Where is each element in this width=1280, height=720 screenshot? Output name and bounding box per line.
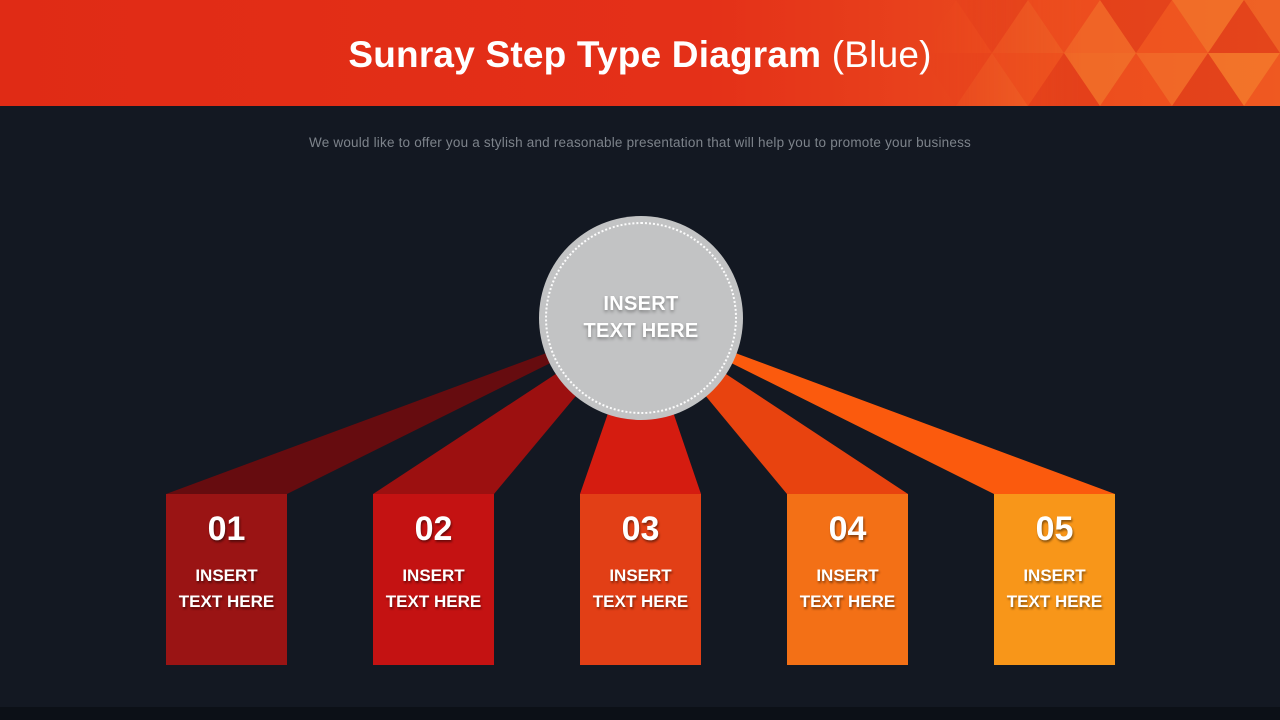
center-circle-line1: INSERT [603,293,679,315]
page-title-suffix: (Blue) [831,34,932,75]
center-circle-line2: TEXT HERE [583,320,699,342]
header-banner: Sunray Step Type Diagram (Blue) [0,0,1280,106]
footer-bar [0,707,1280,720]
ray-1 [166,318,641,494]
subtitle-text: We would like to offer you a stylish and… [309,135,971,150]
step-label: INSERT TEXT HERE [787,563,908,615]
step-number: 04 [828,510,867,548]
step-number: 01 [207,510,246,548]
step-number: 02 [414,510,453,548]
step-label: INSERT TEXT HERE [580,563,701,615]
step-label-line1: INSERT [195,566,258,585]
center-circle-label: INSERT TEXT HERE [584,291,699,345]
ray-5 [641,318,1115,494]
step-label-line1: INSERT [816,566,879,585]
step-label-line1: INSERT [609,566,672,585]
step-label: INSERT TEXT HERE [994,563,1115,615]
center-circle[interactable]: INSERT TEXT HERE [539,216,743,420]
step-box-04[interactable]: 04 INSERT TEXT HERE [787,494,908,665]
step-box-05[interactable]: 05 INSERT TEXT HERE [994,494,1115,665]
page-title-main: Sunray Step Type Diagram [348,34,822,75]
step-number: 03 [621,510,660,548]
step-label-line2: TEXT HERE [799,592,896,611]
step-label-line1: INSERT [402,566,465,585]
header-triangle-pattern [920,0,1280,106]
step-label-line2: TEXT HERE [1006,592,1103,611]
step-label-line2: TEXT HERE [385,592,482,611]
page-title: Sunray Step Type Diagram (Blue) [0,34,1280,76]
step-label-line1: INSERT [1023,566,1086,585]
step-label: INSERT TEXT HERE [373,563,494,615]
step-number: 05 [1035,510,1074,548]
step-label-line2: TEXT HERE [178,592,275,611]
step-label: INSERT TEXT HERE [166,563,287,615]
step-box-02[interactable]: 02 INSERT TEXT HERE [373,494,494,665]
step-label-line2: TEXT HERE [592,592,689,611]
step-box-01[interactable]: 01 INSERT TEXT HERE [166,494,287,665]
step-box-03[interactable]: 03 INSERT TEXT HERE [580,494,701,665]
